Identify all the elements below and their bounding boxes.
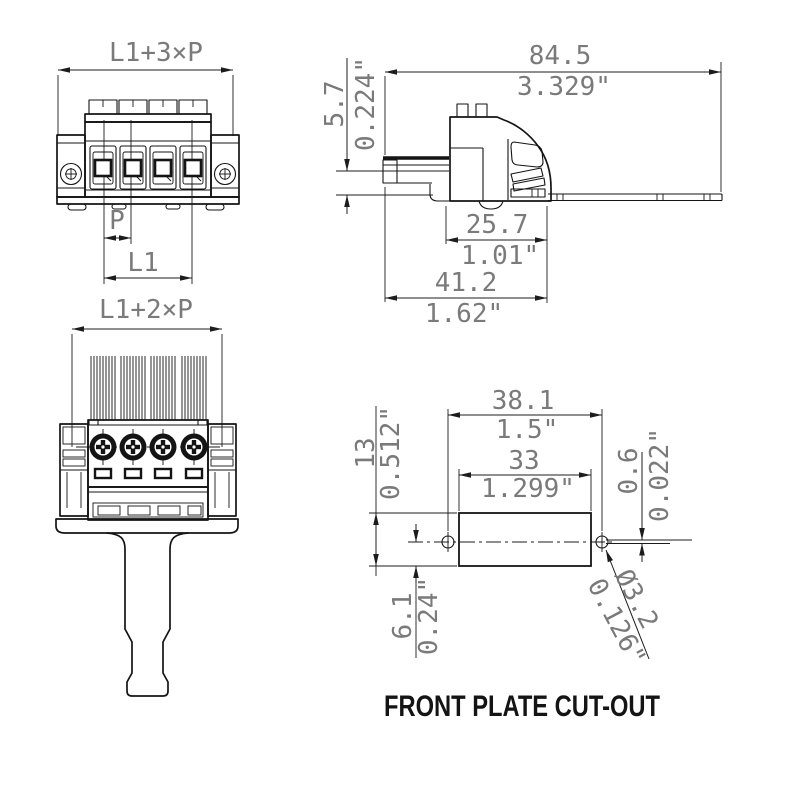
dim-hole-offset-in: 0.022" [645,428,675,522]
screw-head [89,429,117,465]
screw-hole [59,162,83,186]
dim-pin-height-mm: 5.7 [320,81,350,128]
dim-total-depth-in: 1.62" [425,299,503,329]
front-plate [548,193,723,202]
plug-view: L1+2×P [55,295,239,697]
dim-cutout-width-mm: 33 [508,446,539,476]
screw-hole [213,162,237,186]
dim-cutout-height-in: 0.512" [376,406,406,500]
dim-hole-diameter: Ø3.2 0.126" [581,549,664,671]
dim-body-depth-mm: 25.7 [466,210,529,240]
dim-overall-mm: 84.5 [529,41,592,71]
cutout-rectangle [458,512,592,567]
plug-body [55,419,239,697]
feet [67,203,225,211]
dim-hole-offset: 0.6 0.022" [606,428,692,562]
side-body [382,103,723,210]
flange-right [210,134,240,198]
dim-hole-spacing-mm: 38.1 [492,386,555,416]
dim-plug-overall-label: L1+2×P [99,295,193,325]
dim-center-height: 6.1 0.24" [388,524,444,658]
screw-heads [89,429,208,465]
dim-hole-offset-mm: 0.6 [614,448,644,495]
dim-center-height-in: 0.24" [414,577,444,655]
base-plate [55,518,239,534]
screw-head [180,429,208,465]
locking-lever [106,532,189,697]
dim-total-depth-mm: 41.2 [435,268,498,298]
wire-bundles [90,356,207,420]
dim-body-depth-in: 1.01" [461,241,539,271]
dim-pin-height: 5.7 0.224" [320,57,449,214]
cutout-view: 38.1 1.5" 33 1.299" 13 0.512" [351,386,692,723]
latch-right [207,423,237,517]
dim-span-label: L1 [127,248,158,278]
latch-window [510,141,544,168]
dim-hole-spacing-in: 1.5" [496,415,559,445]
front-view: L1+3×P [56,38,240,284]
dim-pin-height-in: 0.224" [351,57,381,151]
dim-overall-width-label: L1+3×P [109,38,203,68]
pole-openings [89,145,207,190]
solder-tabs [88,99,208,115]
flange-left [56,134,86,198]
dim-overall-in: 3.329" [517,72,611,102]
screw-head [149,429,177,465]
screw-head [119,429,147,465]
cutout-title: FRONT PLATE CUT-OUT [384,690,660,723]
latch-left [59,423,89,517]
dim-pitch-label: P [109,206,125,236]
side-view: 84.5 3.329" 5.7 0.224" [320,41,723,329]
dim-center-height-mm: 6.1 [388,593,418,640]
header-body [56,99,240,211]
bottom-boss [478,200,504,210]
dim-cutout-height: 13 0.512" [351,406,457,576]
dim-cutout-width-in: 1.299" [481,474,575,504]
